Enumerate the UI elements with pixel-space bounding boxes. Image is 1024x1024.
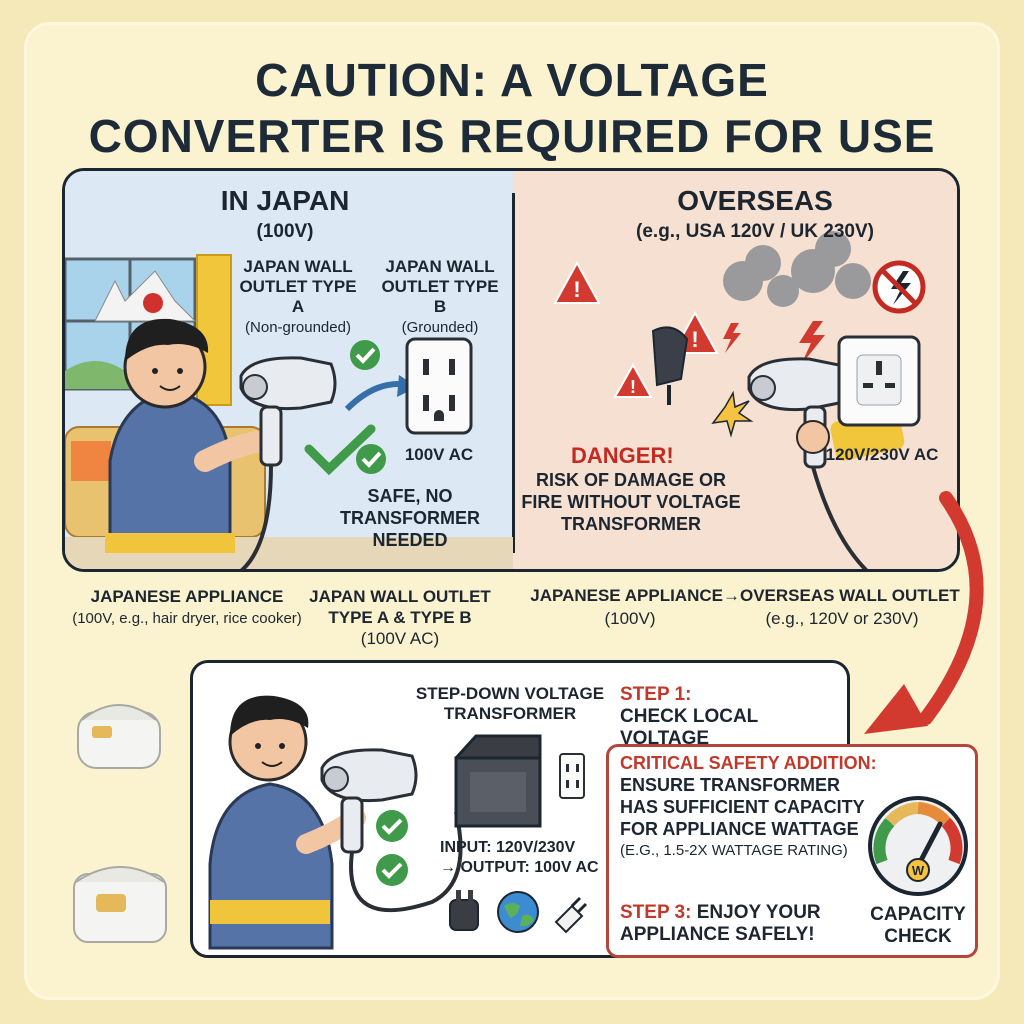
step-3-text: ENJOY YOUR APPLIANCE SAFELY!: [620, 902, 821, 945]
step-3: STEP 3: ENJOY YOUR APPLIANCE SAFELY!: [620, 902, 850, 946]
japan-heading: IN JAPAN: [220, 185, 350, 216]
gauge-icon: W: [868, 796, 968, 896]
checkmark-icon: [350, 340, 380, 370]
capacity-check-label: CAPACITY CHECK: [870, 904, 966, 947]
outlet-a-label: JAPAN WALL OUTLET TYPE A: [239, 257, 357, 316]
rice-cooker-icon: [73, 866, 167, 943]
appliance-caption-title: JAPANESE APPLIANCE: [90, 587, 284, 606]
plug-icon: [449, 890, 479, 931]
warning-icon: !: [553, 260, 601, 304]
flow-right: OVERSEAS WALL OUTLET: [739, 586, 960, 605]
japan-voltage: (100V): [256, 221, 314, 242]
no-lightning-icon: [872, 260, 926, 314]
page-title: CAUTION: A VOLTAGE CONVERTER IS REQUIRED…: [0, 52, 1024, 164]
red-curved-arrow-icon: [864, 491, 984, 734]
step-3-label: STEP 3:: [620, 902, 692, 923]
safe-text: SAFE, NO TRANSFORMER NEEDED: [340, 486, 480, 550]
critical-label: CRITICAL SAFETY ADDITION:: [620, 753, 877, 773]
transformer-input: INPUT: 120V/230V: [440, 839, 576, 856]
critical-note: (E.G., 1.5-2X WATTAGE RATING): [620, 842, 848, 859]
comparison-panel: ! ! !: [62, 168, 960, 572]
transformer-output: → OUTPUT: 100V AC: [440, 859, 599, 876]
outlet-caption-desc: (100V AC): [360, 629, 440, 648]
plug-icon: [554, 896, 588, 934]
risk-text: RISK OF DAMAGE OR FIRE WITHOUT VOLTAGE T…: [521, 470, 741, 534]
flow-caption: JAPANESE APPLIANCE→OVERSEAS WALL OUTLET: [530, 586, 960, 606]
flow-left-desc: (100V): [604, 609, 656, 628]
outlet-icon: [837, 335, 921, 427]
step-1: STEP 1: CHECK LOCAL VOLTAGE: [620, 684, 850, 750]
globe-icon: [497, 891, 539, 933]
warning-icon: !: [613, 362, 653, 398]
overseas-example: (e.g., USA 120V / UK 230V): [636, 221, 874, 242]
title-line-1: CAUTION: A VOLTAGE: [255, 54, 769, 106]
japan-outlet-voltage: 100V AC: [404, 445, 474, 464]
step-1-text: CHECK LOCAL VOLTAGE: [620, 706, 758, 749]
svg-text:!: !: [573, 277, 580, 302]
step-1-label: STEP 1:: [620, 684, 692, 705]
svg-text:!: !: [630, 377, 636, 397]
title-line-2: CONVERTER IS REQUIRED FOR USE: [88, 110, 936, 162]
appliance-caption-desc: (100V, e.g., hair dryer, rice cooker): [72, 610, 302, 627]
rice-cooker-icon: [77, 704, 161, 769]
flow-right-desc: (e.g., 120V or 230V): [765, 609, 919, 628]
outlet-b-note: (Grounded): [401, 319, 479, 336]
japan-scene: [65, 254, 513, 569]
outlet-caption-title: JAPAN WALL OUTLET TYPE A & TYPE B: [309, 587, 491, 627]
outlet-b-label: JAPAN WALL OUTLET TYPE B: [381, 257, 499, 316]
large-checkmark-icon: [304, 424, 376, 476]
critical-text: ENSURE TRANSFORMER HAS SUFFICIENT CAPACI…: [620, 775, 865, 839]
solution-scene: [208, 695, 585, 950]
critical-safety-content: CRITICAL SAFETY ADDITION: ENSURE TRANSFO…: [620, 752, 880, 862]
transformer-label: STEP-DOWN VOLTAGE TRANSFORMER: [415, 684, 605, 723]
overseas-outlet-voltage: 120V/230V AC: [825, 445, 939, 464]
danger-label: DANGER!: [571, 443, 674, 468]
flow-arrow: →: [722, 586, 740, 605]
checkmark-icon: [356, 444, 386, 474]
outlet-a-note: (Non-grounded): [245, 319, 351, 336]
svg-text:!: !: [691, 327, 698, 352]
gauge-unit: W: [912, 863, 925, 878]
overseas-heading: OVERSEAS: [677, 185, 833, 216]
section-divider: [512, 193, 515, 553]
outlet-icon: [405, 337, 473, 435]
flow-left: JAPANESE APPLIANCE: [530, 586, 723, 605]
